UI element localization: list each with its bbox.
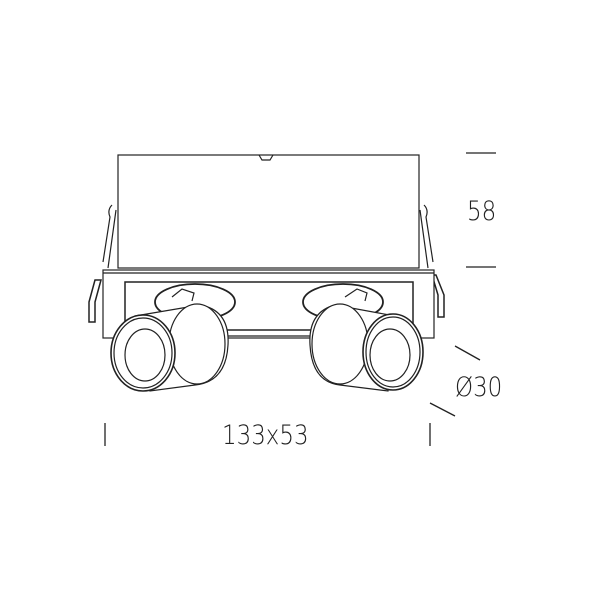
spotlight-left (110, 303, 229, 392)
spring-clip-right (419, 204, 445, 318)
diameter-dimension: Ø30 (455, 372, 503, 403)
spotlight-right (309, 303, 424, 392)
height-dimension: 58 (467, 196, 497, 227)
dimension-lines (104, 152, 496, 446)
footprint-dimension: 133x53 (222, 420, 309, 451)
spring-clip-left (88, 204, 117, 323)
housing-box (117, 154, 420, 269)
